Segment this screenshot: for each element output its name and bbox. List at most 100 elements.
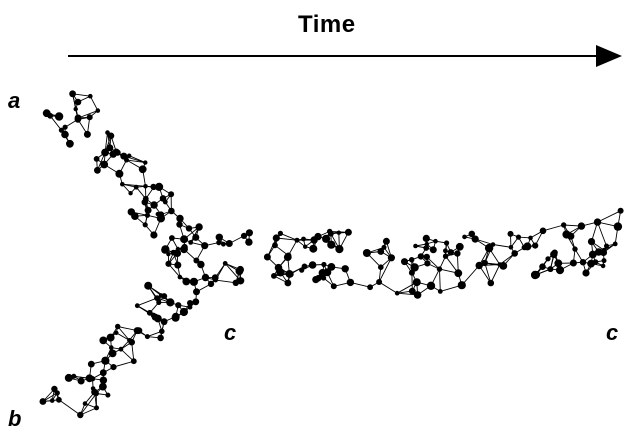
- network-node: [516, 235, 521, 240]
- network-node: [246, 229, 253, 236]
- network-node: [309, 261, 317, 269]
- network-node: [99, 383, 107, 391]
- network-node: [134, 185, 139, 190]
- network-node: [443, 254, 448, 259]
- network-node: [604, 244, 609, 249]
- network-node: [614, 222, 622, 230]
- network-node: [540, 228, 547, 235]
- network-node: [161, 318, 168, 325]
- network-edge: [493, 245, 511, 248]
- network-node: [107, 144, 114, 151]
- network-node: [427, 282, 435, 290]
- network-node: [40, 398, 47, 405]
- network-node: [159, 329, 165, 335]
- network-node: [423, 235, 430, 242]
- network-node: [128, 191, 132, 195]
- network-node: [150, 201, 157, 208]
- network-node: [456, 243, 464, 251]
- network-node: [301, 237, 306, 242]
- network-edge: [379, 282, 397, 293]
- network-node: [157, 335, 164, 342]
- network-node: [602, 258, 607, 263]
- network-node: [418, 253, 424, 259]
- network-node: [409, 270, 415, 276]
- network-node: [83, 401, 88, 406]
- network-node: [139, 165, 147, 173]
- network-node: [101, 357, 109, 365]
- network-node: [286, 270, 294, 278]
- network-node: [169, 235, 175, 241]
- network-node: [143, 222, 148, 227]
- network-node: [589, 251, 597, 259]
- network-edge: [59, 400, 80, 415]
- network-node: [272, 242, 278, 248]
- network-edge: [90, 96, 98, 110]
- network-edge: [598, 211, 621, 222]
- network-node: [59, 128, 64, 133]
- network-node: [221, 242, 226, 247]
- network-node: [176, 215, 183, 222]
- network-node: [561, 222, 566, 227]
- network-node: [75, 99, 82, 106]
- network-node: [462, 235, 467, 240]
- label-b: b: [8, 406, 21, 432]
- network-node: [454, 269, 462, 277]
- network-node: [114, 331, 118, 335]
- network-node: [430, 246, 437, 253]
- network-node: [180, 245, 188, 253]
- network-node: [154, 315, 162, 323]
- network-node: [105, 130, 110, 135]
- network-node: [413, 244, 418, 249]
- network-node: [303, 245, 307, 249]
- network-node: [285, 253, 291, 259]
- network-node: [75, 115, 82, 122]
- network-node: [176, 221, 182, 227]
- network-node: [145, 334, 150, 339]
- label-c-mid: c: [224, 320, 236, 346]
- network-node: [539, 263, 546, 270]
- network-node: [208, 281, 214, 287]
- network-node: [174, 262, 181, 269]
- network-node: [90, 376, 95, 381]
- network-node: [168, 208, 175, 215]
- network-node: [128, 208, 135, 215]
- network-node: [119, 347, 124, 352]
- network-node: [47, 113, 53, 119]
- network-node: [195, 223, 202, 230]
- network-node: [587, 260, 595, 268]
- network-node: [388, 254, 395, 261]
- network-node: [383, 238, 390, 245]
- network-node: [107, 334, 115, 342]
- network-node: [66, 140, 74, 148]
- network-node: [322, 235, 330, 243]
- network-node: [236, 267, 244, 275]
- network-node: [192, 298, 199, 305]
- network-node: [424, 260, 430, 266]
- network-node: [96, 108, 101, 113]
- network-node: [180, 308, 188, 316]
- network-node: [295, 238, 300, 243]
- network-edge: [598, 222, 607, 246]
- network-node: [135, 303, 140, 308]
- network-node: [150, 231, 157, 238]
- network-node: [156, 300, 161, 305]
- network-node: [531, 271, 539, 279]
- network-node: [172, 313, 180, 321]
- network-node: [273, 234, 280, 241]
- network-node: [613, 242, 618, 247]
- network-node: [345, 229, 352, 236]
- network-edge: [114, 361, 134, 367]
- network-node: [485, 244, 493, 252]
- network-node: [192, 234, 199, 241]
- network-node: [314, 233, 321, 240]
- time-arrow-head: [596, 45, 622, 67]
- network-node: [56, 397, 62, 403]
- network-node: [523, 242, 531, 250]
- network-node: [443, 248, 448, 253]
- network-node: [91, 386, 96, 391]
- network-node: [88, 94, 93, 99]
- network-node: [165, 261, 171, 267]
- network-node: [402, 259, 406, 263]
